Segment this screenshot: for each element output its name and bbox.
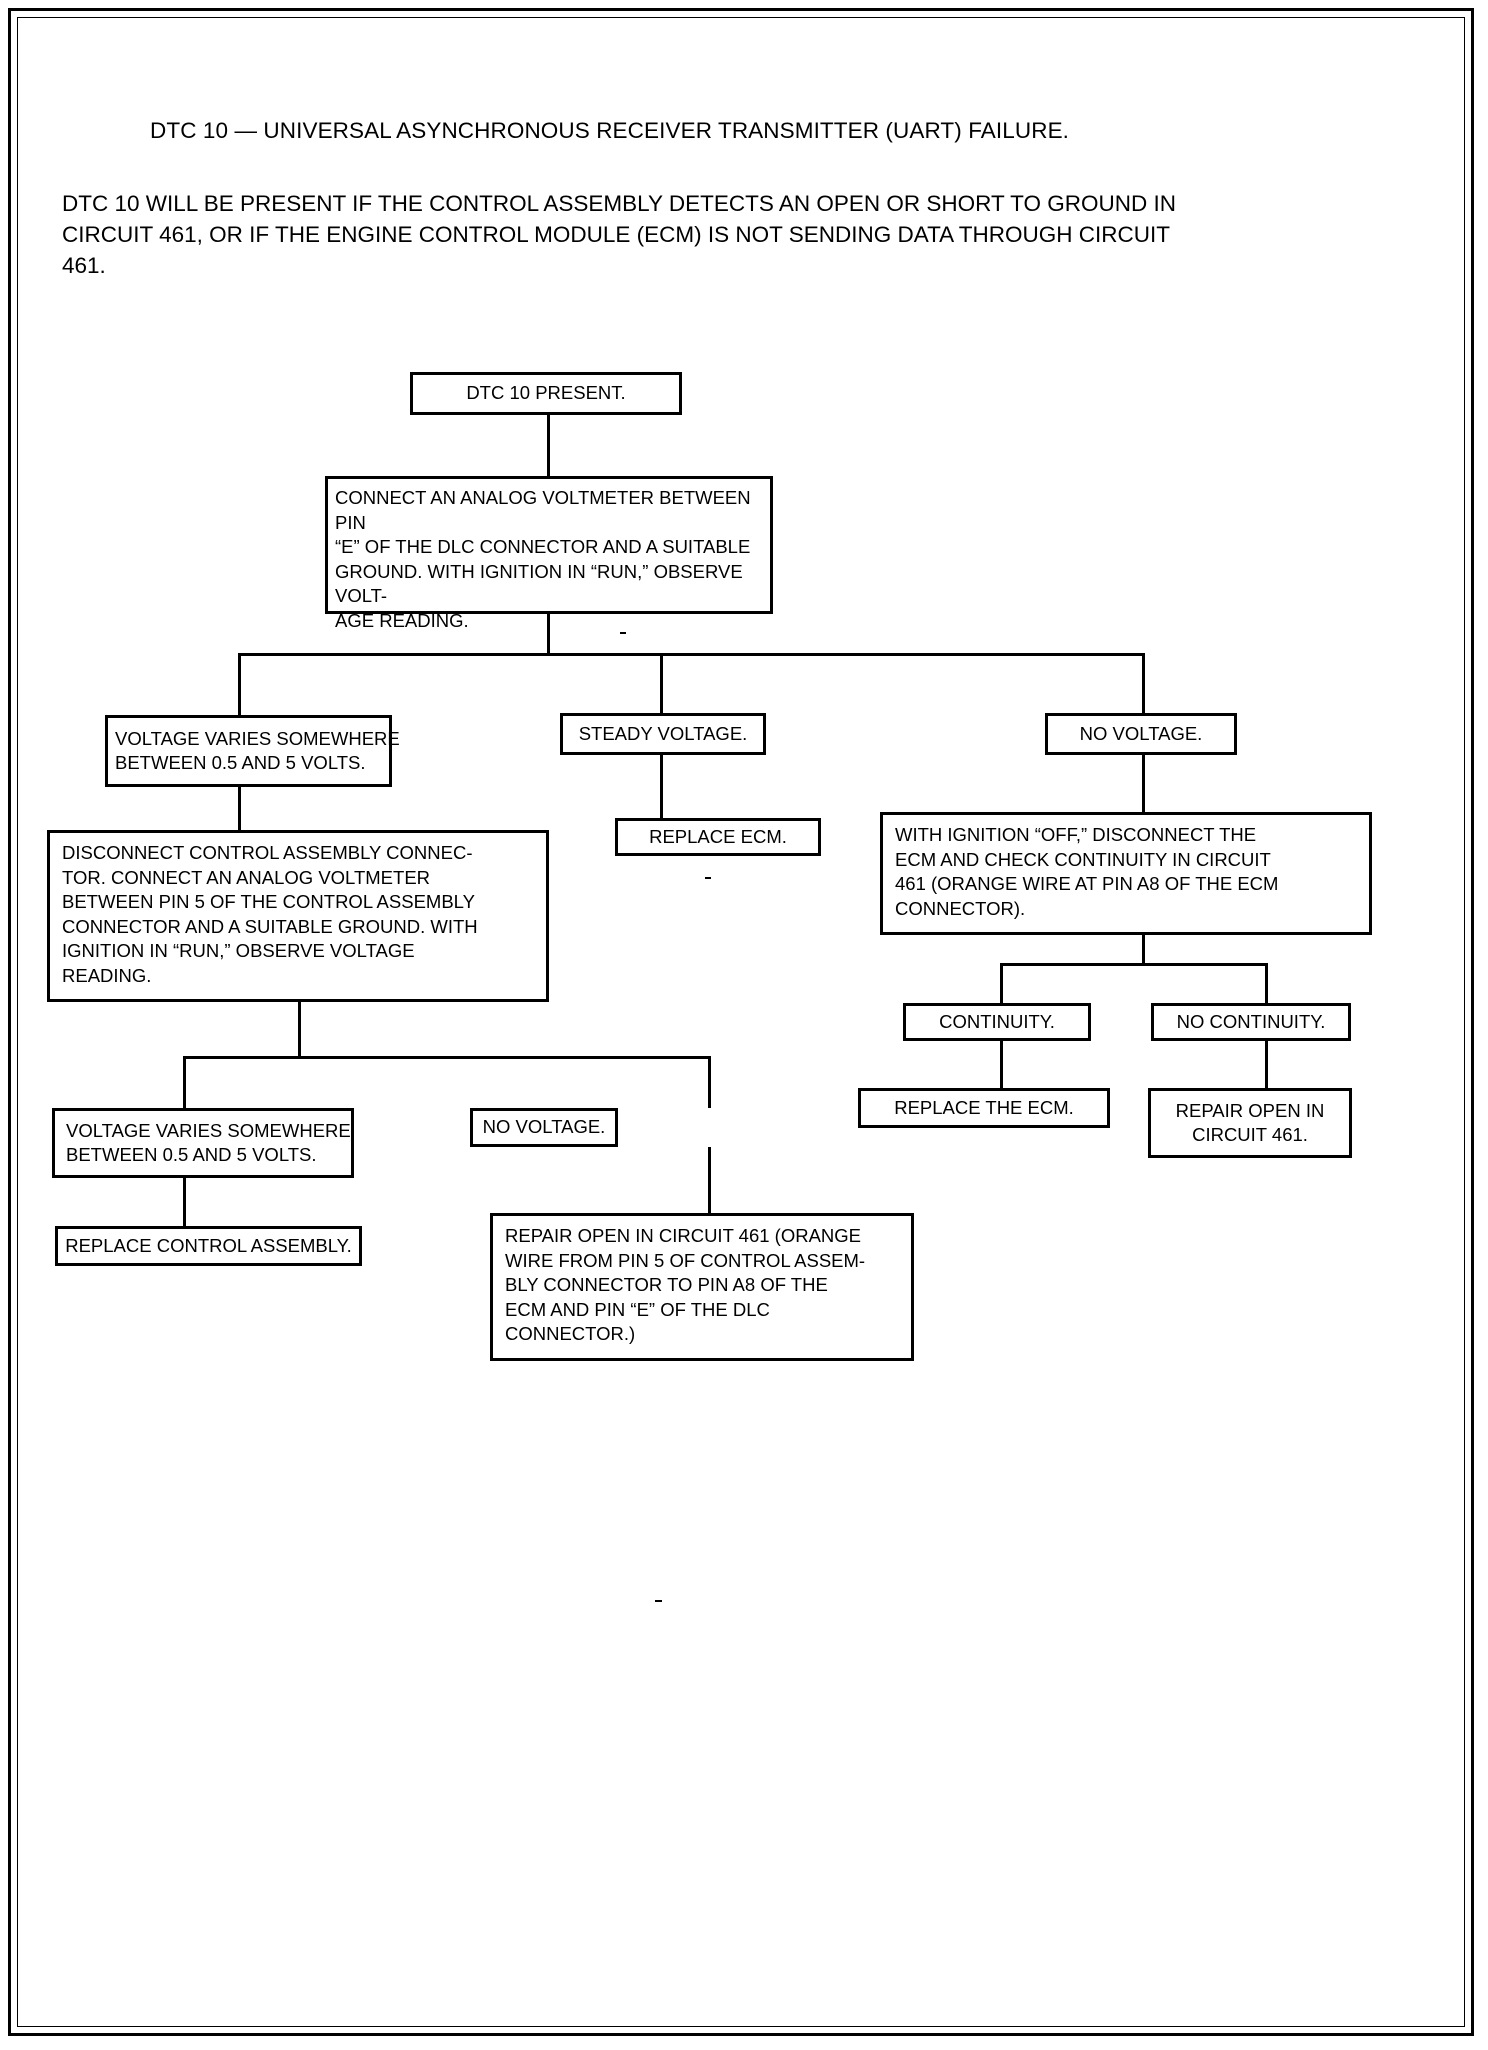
node-voltage-varies-2[interactable]: VOLTAGE VARIES SOMEWHERE BETWEEN 0.5 AND… — [52, 1108, 354, 1178]
node-replace-control-assembly[interactable]: REPLACE CONTROL ASSEMBLY. — [55, 1226, 362, 1266]
node-line-3: 461 (ORANGE WIRE AT PIN A8 OF THE ECM — [895, 873, 1279, 894]
node-line-4: CONNECTOR). — [895, 897, 1026, 919]
connector-start-to-voltmeter — [547, 414, 550, 476]
node-line-2: ECM AND CHECK CONTINUITY IN CIRCUIT — [895, 848, 1271, 870]
connector-bar-to-varies1 — [238, 653, 241, 716]
connector-horizontal-distributor-2 — [183, 1056, 711, 1059]
connector-bar-to-no-continuity — [1265, 963, 1268, 1005]
connector-continuity-to-replace-ecm — [1000, 1040, 1003, 1088]
connector-horizontal-distributor-1 — [238, 653, 1145, 656]
connector-novoltage-to-continuity-step — [1142, 755, 1145, 813]
node-line-2: BETWEEN 0.5 AND 5 VOLTS. — [66, 1144, 317, 1165]
node-label: REPLACE THE ECM. — [894, 1096, 1074, 1118]
node-label: REPLACE ECM. — [649, 825, 787, 847]
scan-speck — [655, 1600, 662, 1602]
node-disconnect-control-assembly[interactable]: DISCONNECT CONTROL ASSEMBLY CONNEC- TOR.… — [47, 830, 549, 1002]
connector-bar-to-varies2 — [183, 1056, 186, 1108]
connector-steady-to-replace-ecm — [660, 755, 663, 819]
connector-disconnect-down — [298, 1000, 301, 1058]
node-line-2: WIRE FROM PIN 5 OF CONTROL ASSEM- — [505, 1249, 866, 1271]
connector-bar-to-novoltage — [1142, 653, 1145, 716]
node-replace-the-ecm[interactable]: REPLACE THE ECM. — [858, 1088, 1110, 1128]
node-label: NO CONTINUITY. — [1176, 1010, 1326, 1032]
node-label: CONTINUITY. — [939, 1010, 1055, 1032]
node-repair-open-461-short[interactable]: REPAIR OPEN IN CIRCUIT 461. — [1148, 1088, 1352, 1158]
node-label: NO VOLTAGE. — [482, 1116, 606, 1138]
node-steady-voltage[interactable]: STEADY VOLTAGE. — [560, 713, 766, 755]
connector-voltmeter-to-bar — [547, 613, 550, 655]
node-line-2: CIRCUIT 461. — [1192, 1124, 1308, 1145]
scan-speck — [705, 877, 711, 879]
page-title: DTC 10 — UNIVERSAL ASYNCHRONOUS RECEIVER… — [150, 118, 1070, 143]
page-border-inner — [17, 17, 1465, 2027]
node-line-4: ECM AND PIN “E” OF THE DLC — [505, 1298, 770, 1320]
connector-novoltage2-to-repair — [708, 1147, 711, 1213]
node-label: NO VOLTAGE. — [1079, 722, 1203, 744]
node-line-1: CONNECT AN ANALOG VOLTMETER BETWEEN PIN — [335, 487, 751, 533]
node-line-1: VOLTAGE VARIES SOMEWHERE — [115, 727, 400, 749]
scan-speck — [620, 632, 626, 634]
node-line-3: BLY CONNECTOR TO PIN A8 OF THE — [505, 1274, 828, 1295]
node-line-5: IGNITION IN “RUN,” OBSERVE VOLTAGE — [62, 940, 415, 961]
node-line-1: REPAIR OPEN IN CIRCUIT 461 (ORANGE — [505, 1225, 862, 1246]
connector-bar-to-novoltage2 — [708, 1056, 711, 1108]
node-line-3: GROUND. WITH IGNITION IN “RUN,” OBSERVE … — [335, 560, 743, 607]
page-border-outer — [8, 8, 1474, 2036]
node-no-voltage-2[interactable]: NO VOLTAGE. — [470, 1108, 618, 1147]
node-label: STEADY VOLTAGE. — [578, 722, 748, 744]
node-voltage-varies-1[interactable]: VOLTAGE VARIES SOMEWHERE BETWEEN 0.5 AND… — [105, 715, 400, 787]
node-label: REPLACE CONTROL ASSEMBLY. — [65, 1234, 352, 1256]
node-line-2: BETWEEN 0.5 AND 5 VOLTS. — [115, 752, 366, 773]
node-line-4: CONNECTOR AND A SUITABLE GROUND. WITH — [62, 915, 478, 937]
node-continuity[interactable]: CONTINUITY. — [903, 1003, 1091, 1041]
node-line-4: AGE READING. — [335, 609, 469, 631]
intro-paragraph: DTC 10 WILL BE PRESENT IF THE CONTROL AS… — [62, 191, 1176, 278]
node-dtc-10-present[interactable]: DTC 10 PRESENT. — [410, 372, 682, 415]
connector-varies1-to-disconnect — [238, 787, 241, 832]
node-line-2: “E” OF THE DLC CONNECTOR AND A SUITABLE — [335, 536, 751, 557]
connector-bar-to-steady — [660, 653, 663, 716]
node-no-voltage-1[interactable]: NO VOLTAGE. — [1045, 713, 1237, 755]
connector-varies2-to-replace-ca — [183, 1178, 186, 1226]
connector-no-continuity-to-repair — [1265, 1040, 1268, 1088]
node-label: DTC 10 PRESENT. — [466, 382, 626, 404]
connector-bar-to-continuity — [1000, 963, 1003, 1005]
node-line-5: CONNECTOR.) — [505, 1323, 636, 1344]
node-line-3: BETWEEN PIN 5 OF THE CONTROL ASSEMBLY — [62, 891, 475, 912]
connector-continuity-step-down — [1142, 933, 1145, 965]
node-check-continuity-461[interactable]: WITH IGNITION “OFF,” DISCONNECT THE ECM … — [880, 812, 1372, 935]
node-no-continuity[interactable]: NO CONTINUITY. — [1151, 1003, 1351, 1041]
node-line-6: READING. — [62, 964, 152, 986]
node-line-1: WITH IGNITION “OFF,” DISCONNECT THE — [895, 824, 1257, 845]
connector-horizontal-distributor-continuity — [1000, 963, 1268, 966]
node-repair-open-461-long[interactable]: REPAIR OPEN IN CIRCUIT 461 (ORANGE WIRE … — [490, 1213, 914, 1361]
node-line-1: REPAIR OPEN IN — [1175, 1099, 1325, 1121]
node-line-1: DISCONNECT CONTROL ASSEMBLY CONNEC- — [62, 842, 473, 863]
node-replace-ecm-1[interactable]: REPLACE ECM. — [615, 818, 821, 856]
node-line-1: VOLTAGE VARIES SOMEWHERE — [66, 1119, 351, 1141]
node-line-2: TOR. CONNECT AN ANALOG VOLTMETER — [62, 866, 431, 888]
node-connect-voltmeter-dlc[interactable]: CONNECT AN ANALOG VOLTMETER BETWEEN PIN … — [325, 476, 773, 631]
